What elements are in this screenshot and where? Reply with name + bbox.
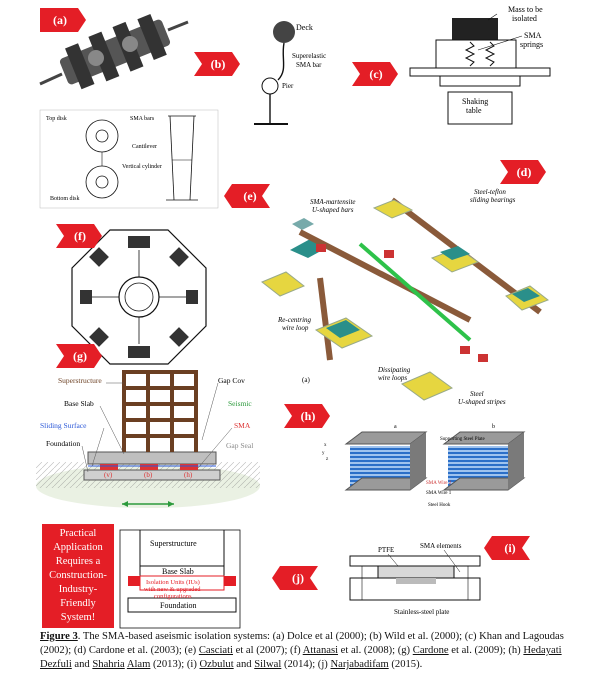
svg-text:y: y [322,451,325,456]
svg-text:(a): (a) [302,376,310,384]
figure-caption: Figure 3. The SMA-based aseismic isolati… [40,631,564,670]
panel-tag-a: (a) [40,8,86,32]
svg-text:a: a [394,424,397,430]
svg-text:Base Slab: Base Slab [162,567,194,576]
svg-text:SMA-martensite: SMA-martensite [310,198,356,206]
caption-figure-label: Figure 3 [40,631,78,642]
panel-tag-c: (c) [352,62,398,86]
panel-a-device [39,13,189,90]
svg-text:Cantilever: Cantilever [132,144,157,150]
svg-text:SMA bar: SMA bar [296,61,322,69]
panel-g-building: Superstructure Base Slab Sliding Surface… [36,370,260,508]
svg-text:table: table [466,106,482,115]
svg-text:SMA Wire 1: SMA Wire 1 [426,491,452,496]
svg-text:(b): (b) [144,471,153,479]
panel-tag-d: (d) [500,160,546,184]
svg-text:wire loop: wire loop [282,324,309,332]
svg-text:Gap Seal: Gap Seal [226,441,253,450]
svg-text:Isolation Units (IUs): Isolation Units (IUs) [146,579,200,586]
panel-j-schematic: Superstructure Base Slab Isolation Units… [119,529,241,629]
svg-text:U-shaped bars: U-shaped bars [312,206,354,214]
panel-b-deck-label: Deck [296,23,313,32]
panel-e-top-disk: Top disk [46,116,67,122]
panel-tag-g: (g) [56,344,102,368]
svg-text:Pier: Pier [282,82,294,90]
svg-text:z: z [326,457,329,462]
svg-text:Superstructure: Superstructure [58,376,102,385]
panel-tag-f: (f) [56,224,102,248]
panel-e-drawing: Top disk SMA bars Cantilever Vertical cy… [39,109,219,209]
svg-text:springs: springs [520,40,543,49]
practical-application-box: Practical Application Requires a Constru… [42,524,114,628]
panel-f-octagon [71,229,207,365]
panel-tag-j: (j) [272,566,318,590]
svg-text:Dissipating: Dissipating [377,366,411,374]
svg-text:Base Slab: Base Slab [64,399,94,408]
svg-text:Steel Hook: Steel Hook [428,503,451,508]
svg-text:(v): (v) [104,471,113,479]
svg-text:Stainless-steel plate: Stainless-steel plate [394,608,449,616]
panel-tag-e: (e) [224,184,270,208]
svg-text:Vertical cylinder: Vertical cylinder [122,164,162,170]
panel-tag-h: (h) [284,404,330,428]
svg-text:SMA elements: SMA elements [420,542,462,550]
svg-text:wire loops: wire loops [378,374,407,382]
svg-text:isolated: isolated [512,14,537,23]
svg-text:Foundation: Foundation [46,439,80,448]
svg-text:Bottom disk: Bottom disk [50,196,80,202]
svg-text:Supporting Steel Plate: Supporting Steel Plate [440,437,486,442]
panel-b-diagram: Deck Superelastic SMA bar Pier [254,21,326,125]
svg-text:Mass to be: Mass to be [508,5,543,14]
svg-text:SMA bars: SMA bars [130,116,155,122]
svg-text:Gap Cov: Gap Cov [218,376,245,385]
svg-text:Steel-teflon: Steel-teflon [474,188,506,196]
svg-text:PTFE: PTFE [378,546,394,554]
svg-text:U-shaped stripes: U-shaped stripes [458,398,506,406]
panel-tag-b: (b) [194,52,240,76]
panel-h-bearings: a b Supporting Steel Plate SMA Wire 2 SM… [322,424,526,508]
svg-text:with new & upgraded: with new & upgraded [144,586,201,593]
panel-c-diagram: Mass to be isolated SMA springs Shaking … [409,5,551,125]
svg-text:Seismic: Seismic [228,399,252,408]
svg-text:Re-centring: Re-centring [277,316,312,324]
svg-text:Steel: Steel [470,390,484,398]
svg-text:sliding bearings: sliding bearings [470,196,516,204]
svg-text:SMA: SMA [524,31,542,40]
svg-text:Shaking: Shaking [462,97,488,106]
svg-text:Superstructure: Superstructure [150,539,197,548]
svg-text:SMA: SMA [234,421,251,430]
svg-text:Sliding Surface: Sliding Surface [40,421,87,430]
svg-text:b: b [492,424,495,430]
svg-text:SMA Wire 2: SMA Wire 2 [426,481,452,486]
svg-text:x: x [324,443,327,448]
svg-text:Superelastic: Superelastic [292,52,326,60]
panel-tag-i: (i) [484,536,530,560]
panel-i-section: PTFE SMA elements Stainless-steel plate [349,542,481,616]
panel-d-assembly: SMA-martensite U-shaped bars Steel-teflo… [261,188,550,406]
svg-text:Foundation: Foundation [160,601,196,610]
svg-text:(h): (h) [184,471,193,479]
svg-text:configurations: configurations [154,593,192,600]
